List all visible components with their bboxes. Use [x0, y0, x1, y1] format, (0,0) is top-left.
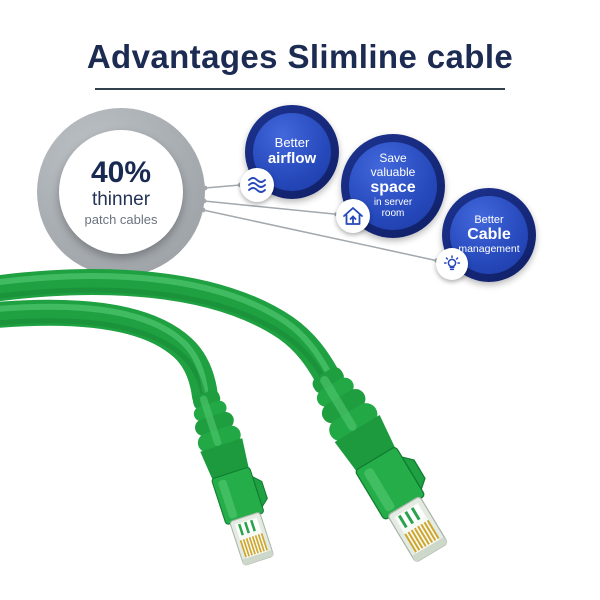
cable-left — [0, 299, 218, 409]
airflow-icon — [248, 177, 266, 193]
space-line-3: space — [370, 179, 416, 197]
home-arrow-icon-disc — [336, 199, 370, 233]
title-underline — [95, 88, 505, 90]
hero-circle-inner: 40% thinner patch cables — [59, 130, 183, 254]
advantages-infographic: 40% thinner patch cables Better airflow … — [0, 95, 600, 310]
airflow-line-2: airflow — [267, 149, 317, 167]
advantage-management-bubble: Better Cable management — [442, 188, 536, 282]
space-line-4: in server — [373, 197, 413, 209]
hero-circle: 40% thinner patch cables — [37, 108, 205, 276]
management-line-1: Better — [474, 214, 504, 227]
advantage-management-inner: Better Cable management — [450, 196, 528, 274]
management-line-3: management — [458, 243, 520, 256]
hero-caption: patch cables — [84, 211, 158, 227]
home-arrow-icon — [343, 207, 363, 225]
hero-value: 40% — [90, 155, 152, 189]
rj45-connector-right — [299, 354, 462, 568]
lightbulb-icon-disc — [436, 248, 468, 280]
space-line-1: Save — [379, 151, 407, 166]
hero-subtitle: thinner — [91, 188, 151, 210]
product-photo — [0, 269, 462, 569]
rj45-connector-left — [182, 383, 287, 569]
lightbulb-icon — [443, 255, 461, 271]
airflow-line-1: Better — [274, 135, 310, 151]
advantage-space-bubble: Save valuable space in server room — [341, 134, 445, 238]
space-line-2: valuable — [370, 164, 416, 179]
space-line-5: room — [381, 208, 405, 220]
page-title: Advantages Slimline cable — [86, 38, 514, 75]
cable-right — [0, 269, 340, 389]
airflow-icon-disc — [240, 168, 274, 202]
advantage-space-inner: Save valuable space in server room — [349, 142, 437, 230]
management-line-2: Cable — [467, 226, 511, 244]
